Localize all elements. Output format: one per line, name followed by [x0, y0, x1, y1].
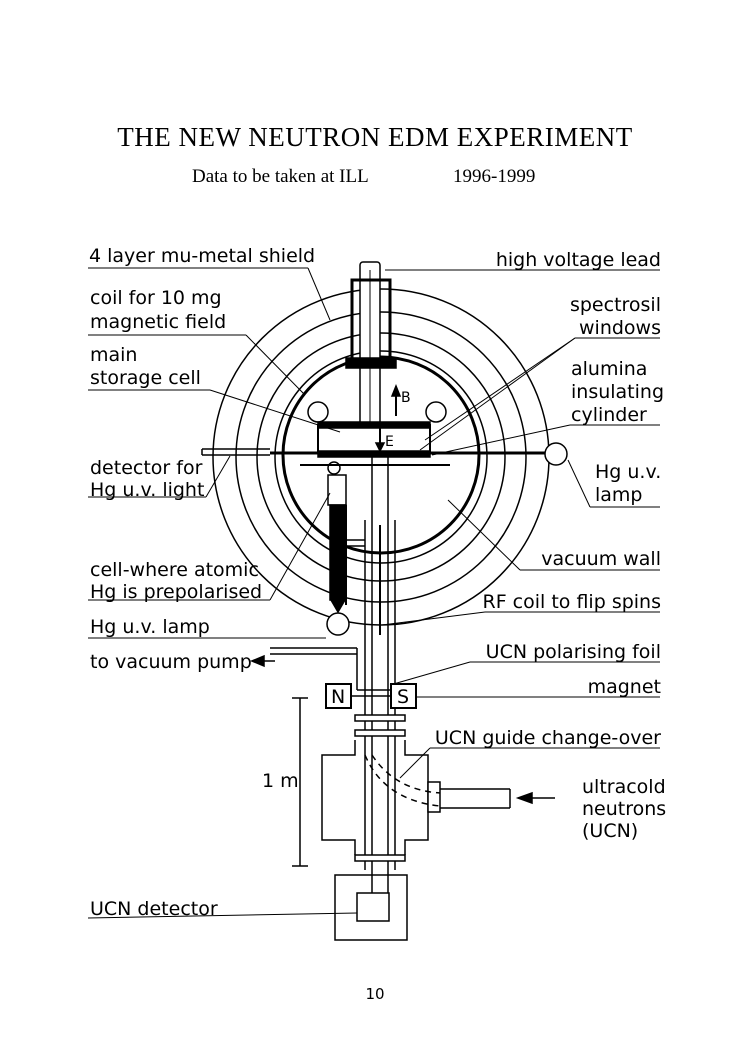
- label-magnet-south: S: [397, 686, 409, 708]
- label-polarising-foil: UCN polarising foil: [486, 641, 661, 663]
- label-ucn-detector: UCN detector: [90, 898, 218, 920]
- hg-loop-right: [425, 401, 447, 423]
- label-magnet-north: N: [331, 686, 345, 708]
- label-ucn-line2: neutrons: [582, 798, 666, 820]
- label-hg-lamp-left: Hg u.v. lamp: [90, 616, 210, 638]
- magnet-south: [390, 683, 417, 709]
- label-coil-line2: magnetic field: [90, 311, 226, 333]
- hg-lamp-left: [326, 612, 350, 636]
- label-ucn-line1: ultracold: [582, 776, 666, 798]
- subtitle-years: 1996-1999: [453, 166, 536, 187]
- label-prepolarise-line1: cell-where atomic: [90, 559, 259, 581]
- label-detector-line2: Hg u.v. light: [90, 479, 204, 501]
- label-hg-lamp-right-line1: Hg u.v.: [595, 461, 661, 483]
- label-coil-line1: coil for 10 mg: [90, 287, 222, 309]
- label-prepolarise-line2: Hg is prepolarised: [90, 581, 262, 603]
- hg-prepolarise-cell: [327, 474, 347, 506]
- label-field-b: B: [401, 390, 411, 406]
- page-title: THE NEW NEUTRON EDM EXPERIMENT: [117, 122, 633, 152]
- label-detector-line1: detector for: [90, 457, 203, 479]
- label-ucn-line3: (UCN): [582, 820, 638, 842]
- leader-lines: [87, 267, 660, 919]
- label-spectrosil-line1: spectrosil: [570, 294, 661, 316]
- label-vacuum-wall: vacuum wall: [541, 548, 661, 570]
- label-alumina-line2: insulating: [571, 381, 664, 403]
- label-spectrosil-line2: windows: [579, 317, 661, 339]
- label-hg-lamp-right-line2: lamp: [595, 484, 643, 506]
- storage-cell: [317, 424, 431, 454]
- hg-coil: [329, 504, 347, 601]
- label-alumina-line3: cylinder: [571, 404, 647, 426]
- page-number: 10: [365, 985, 385, 1003]
- label-magnet: magnet: [588, 676, 661, 698]
- magnet-north: [325, 683, 352, 709]
- label-scale: 1 m: [262, 770, 299, 792]
- label-guide-changeover: UCN guide change-over: [435, 727, 661, 749]
- subtitle-location: Data to be taken at ILL: [192, 166, 369, 187]
- label-alumina-line1: alumina: [571, 358, 647, 380]
- guide-changeover-box: [321, 740, 356, 855]
- hg-lamp-right: [544, 442, 568, 466]
- label-mu-metal-shield: 4 layer mu-metal shield: [89, 245, 315, 267]
- label-main-cell-line1: main: [90, 344, 137, 366]
- hg-loop-left: [307, 401, 329, 423]
- label-rf-coil: RF coil to flip spins: [483, 591, 661, 613]
- label-field-e: E: [385, 434, 394, 450]
- label-high-voltage-lead: high voltage lead: [496, 249, 661, 271]
- label-vacuum-pump: to vacuum pump: [90, 651, 252, 673]
- ucn-detector: [356, 892, 390, 922]
- label-main-cell-line2: storage cell: [90, 367, 201, 389]
